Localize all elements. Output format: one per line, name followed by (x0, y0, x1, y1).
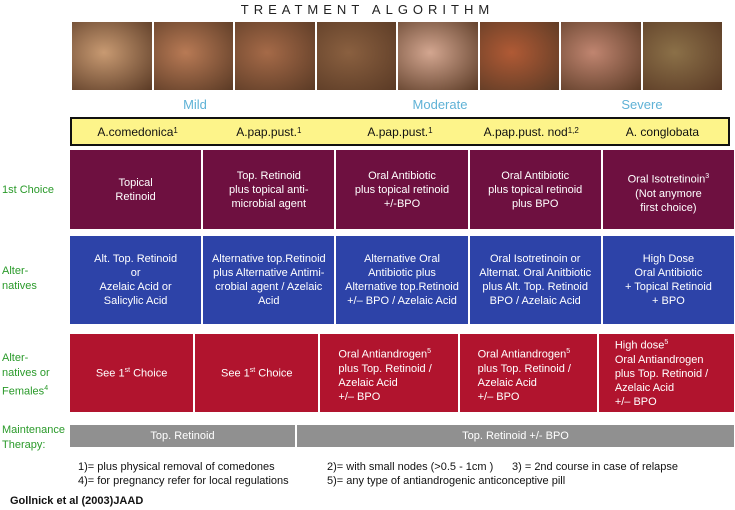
alternatives-cell: Alternative Oral Antibiotic plus Alterna… (336, 236, 468, 324)
alternatives-cell: Alternative top.Retinoid plus Alternativ… (203, 236, 335, 324)
acne-photo-profile (316, 22, 396, 90)
footnote-5: 5)= any type of antiandrogenic anticonce… (327, 475, 566, 487)
maintenance-row: Top. Retinoid Top. Retinoid +/- BPO (70, 425, 734, 447)
severity-mild: Mild (183, 97, 207, 112)
row-label-alternatives: Alter- natives (2, 265, 37, 292)
isotretinoin-text: Oral Isotretinoin (627, 173, 706, 186)
alternatives-row: Alt. Top. Retinoid or Azelaic Acid or Sa… (70, 236, 735, 324)
first-choice-cell: Topical Retinoid (70, 150, 202, 229)
row-label-females: Alter- natives or Females4 (2, 352, 50, 398)
footnote-mark: 3 (705, 173, 710, 180)
severity-moderate: Moderate (412, 97, 468, 112)
maintenance-cell: Top. Retinoid (70, 425, 295, 447)
footnote-3: 3) = 2nd course in case of relapse (512, 461, 679, 473)
row-label-first-choice: 1st Choice (2, 184, 54, 196)
first-choice-cell: Oral Isotretinoin3(Not anymore first cho… (602, 150, 735, 229)
condition-conglobata: A. conglobata (625, 124, 700, 139)
first-choice-cell: Oral Antibiotic plus topical retinoid +/… (336, 150, 468, 229)
acne-photo-back (153, 22, 233, 90)
acne-photo-forehead (398, 22, 478, 90)
acne-photo-cheek (479, 22, 559, 90)
females-cell: See 1st Choice (70, 334, 194, 412)
diagram-title: TREATMENT ALGORITHM (240, 2, 495, 17)
footnote-4: 4)= for pregnancy refer for local regula… (78, 475, 289, 487)
maintenance-cell: Top. Retinoid +/- BPO (297, 425, 734, 447)
first-choice-cell: Top. Retinoid plus topical anti- microbi… (203, 150, 335, 229)
row-label-maintenance: Maintenance Therapy: (2, 424, 65, 451)
severity-severe: Severe (621, 97, 663, 112)
females-cell: See 1st Choice (195, 334, 319, 412)
acne-photo-conglobata (642, 22, 722, 90)
alternatives-cell: Oral Isotretinoin or Alternat. Oral Anit… (469, 236, 601, 324)
acne-photo-face (235, 22, 315, 90)
footnote-2: 2)= with small nodes (>0.5 - 1cm ) (327, 461, 494, 473)
alternatives-cell: High Dose Oral Antibiotic + Topical Reti… (602, 236, 735, 324)
footnote-1: 1)= plus physical removal of comedones (78, 461, 275, 473)
condition-pap-pust-moderate: A.pap.pust.1 (367, 124, 433, 139)
acne-photo-severe (561, 22, 641, 90)
alternatives-cell: Alt. Top. Retinoid or Azelaic Acid or Sa… (70, 236, 202, 324)
first-choice-row: Topical Retinoid Top. Retinoid plus topi… (70, 150, 735, 229)
first-choice-cell: Oral Antibiotic plus topical retinoid pl… (469, 150, 601, 229)
acne-photo-comedonica (72, 22, 152, 90)
citation: Gollnick et al (2003)JAAD (10, 495, 144, 507)
photo-strip (72, 22, 722, 90)
condition-pap-pust-mild: A.pap.pust.1 (236, 124, 302, 139)
females-row: See 1st Choice See 1st Choice Oral Antia… (70, 334, 735, 412)
isotretinoin-note: (Not anymore first choice) (635, 187, 702, 214)
